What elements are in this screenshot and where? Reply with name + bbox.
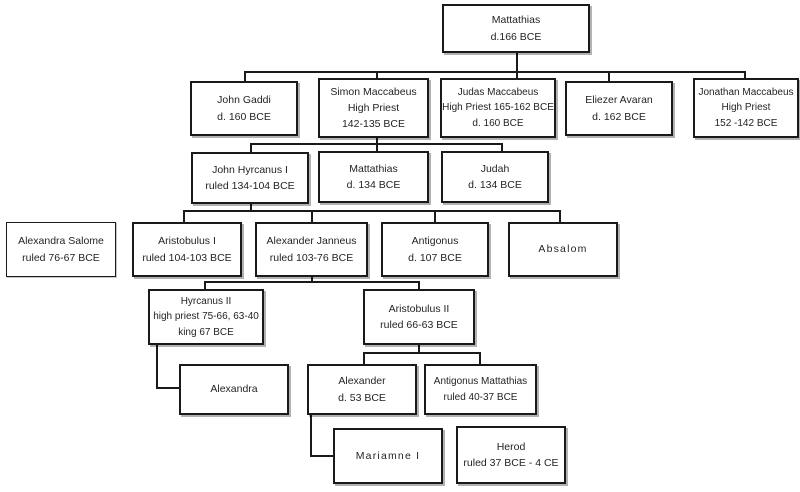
node-line: 142-135 BCE [341, 118, 406, 131]
node-line: Alexander [338, 375, 386, 388]
node-mariamne-i[interactable]: Mariamne I [333, 428, 443, 484]
connector-drop-john-gaddi [244, 71, 246, 82]
connector-drop-alexander [363, 352, 365, 366]
connector-drop-aristobulus-ii [418, 281, 420, 290]
node-line: d. 107 BCE [408, 251, 462, 264]
connector-drop-antigonus-mattathias [479, 352, 481, 366]
node-line: John Gaddi [217, 94, 271, 107]
node-line: ruled 104-103 BCE [142, 251, 232, 264]
node-line: Jonathan Maccabeus [698, 86, 794, 98]
connector-hyrcanus-ii-drop [156, 344, 158, 389]
connector-alexander-drop [310, 414, 312, 457]
connector-drop-jonathan [744, 71, 746, 82]
node-line: ruled 76-67 BCE [22, 251, 100, 264]
node-jonathan-maccabeus[interactable]: Jonathan Maccabeus High Priest 152 -142 … [693, 78, 799, 138]
node-line: d.166 BCE [490, 30, 542, 43]
connector-drop-judas [516, 71, 518, 82]
connector-drop-absalom [559, 210, 561, 222]
node-judah[interactable]: Judah d. 134 BCE [441, 151, 549, 203]
node-line: ruled 66-63 BCE [380, 319, 458, 331]
node-line: d. 160 BCE [217, 110, 271, 123]
node-aristobulus-ii[interactable]: Aristobulus II ruled 66-63 BCE [363, 289, 475, 345]
node-line: Mattathias [491, 14, 541, 27]
node-mattathias-2[interactable]: Mattathias d. 134 BCE [318, 151, 429, 203]
connector-drop-john-hyrcanus [250, 143, 252, 153]
connector-gen2-bus [244, 71, 746, 73]
node-line: Judas Maccabeus [457, 86, 539, 98]
node-line: Antigonus Mattathias [433, 376, 528, 387]
connector-gen5-bus [204, 281, 420, 283]
node-eliezer-avaran[interactable]: Eliezer Avaran d. 162 BCE [565, 81, 673, 136]
node-line: Antigonus [411, 235, 459, 248]
node-line: king 67 BCE [178, 326, 234, 338]
node-line: Alexandra [210, 383, 258, 396]
node-line: d. 162 BCE [592, 110, 646, 123]
node-line: Simon Maccabeus [330, 85, 417, 98]
node-absalom[interactable]: Absalom [508, 222, 618, 277]
node-line: d. 134 BCE [346, 179, 401, 191]
node-line: Alexandra Salome [18, 235, 104, 248]
node-john-gaddi[interactable]: John Gaddi d. 160 BCE [190, 81, 298, 136]
connector-gen6-bus [363, 352, 481, 354]
node-line: ruled 103-76 BCE [269, 251, 354, 264]
node-alexander[interactable]: Alexander d. 53 BCE [307, 364, 417, 415]
node-line: Alexander Janneus [266, 235, 357, 248]
node-line: ruled 134-104 BCE [205, 180, 295, 192]
connector-drop-simon [376, 71, 378, 82]
node-line: high priest 75-66, 63-40 [153, 311, 259, 323]
node-line: d. 134 BCE [468, 179, 522, 191]
connector-aristobulus-ii-stem [418, 344, 420, 354]
node-alexandra-salome[interactable]: Alexandra Salome ruled 76-67 BCE [6, 222, 116, 277]
connector-drop-antigonus [434, 210, 436, 222]
node-line: Aristobulus I [158, 235, 216, 248]
connector-drop-hyrcanus-ii [204, 281, 206, 290]
connector-john-hyrcanus-stem [250, 203, 252, 212]
connector-drop-mattathias2 [376, 143, 378, 153]
node-simon-maccabeus[interactable]: Simon Maccabeus High Priest 142-135 BCE [318, 78, 429, 138]
node-aristobulus-i[interactable]: Aristobulus I ruled 104-103 BCE [132, 222, 242, 277]
connector-simon-stem [376, 136, 378, 145]
node-line: ruled 37 BCE - 4 CE [463, 457, 559, 469]
node-line: 152 -142 BCE [714, 117, 778, 129]
node-line: d. 53 BCE [338, 391, 386, 404]
node-line: High Priest [347, 101, 400, 114]
node-line: Hyrcanus II [180, 295, 232, 307]
node-line: Judah [480, 162, 510, 175]
connector-drop-eliezer [608, 71, 610, 82]
connector-gen4-bus [183, 210, 561, 212]
node-line: Absalom [538, 243, 588, 256]
node-line: High Priest 165-162 BCE [442, 102, 554, 114]
node-judas-maccabeus[interactable]: Judas Maccabeus High Priest 165-162 BCE … [440, 78, 556, 138]
node-antigonus-mattathias[interactable]: Antigonus Mattathias ruled 40-37 BCE [424, 364, 537, 415]
node-line: Mariamne I [355, 449, 421, 462]
node-herod[interactable]: Herod ruled 37 BCE - 4 CE [456, 426, 566, 484]
node-line: Mattathias [349, 162, 398, 175]
node-line: d. 160 BCE [472, 117, 524, 129]
connector-alexander-to-mariamne [310, 455, 335, 457]
node-alexander-janneus[interactable]: Alexander Janneus ruled 103-76 BCE [255, 222, 368, 277]
node-line: Herod [496, 440, 526, 453]
node-line: Eliezer Avaran [585, 94, 653, 107]
node-line: John Hyrcanus I [212, 163, 288, 176]
node-line: ruled 40-37 BCE [443, 391, 518, 403]
connector-drop-aristobulus-i [183, 210, 185, 222]
node-line: Aristobulus II [388, 302, 450, 315]
connector-alexander-janneus-stem [311, 275, 313, 283]
node-line: High Priest [721, 102, 771, 114]
connector-drop-judah [501, 143, 503, 153]
node-mattathias[interactable]: Mattathias d.166 BCE [442, 4, 590, 53]
connector-drop-alexander-janneus [311, 210, 313, 222]
connector-hyrcanus-ii-to-alexandra [156, 387, 181, 389]
connector-mattathias-stem [516, 52, 518, 73]
node-alexandra[interactable]: Alexandra [179, 364, 289, 415]
node-antigonus[interactable]: Antigonus d. 107 BCE [381, 222, 489, 277]
node-john-hyrcanus-i[interactable]: John Hyrcanus I ruled 134-104 BCE [191, 152, 309, 204]
node-hyrcanus-ii[interactable]: Hyrcanus II high priest 75-66, 63-40 kin… [148, 289, 264, 345]
